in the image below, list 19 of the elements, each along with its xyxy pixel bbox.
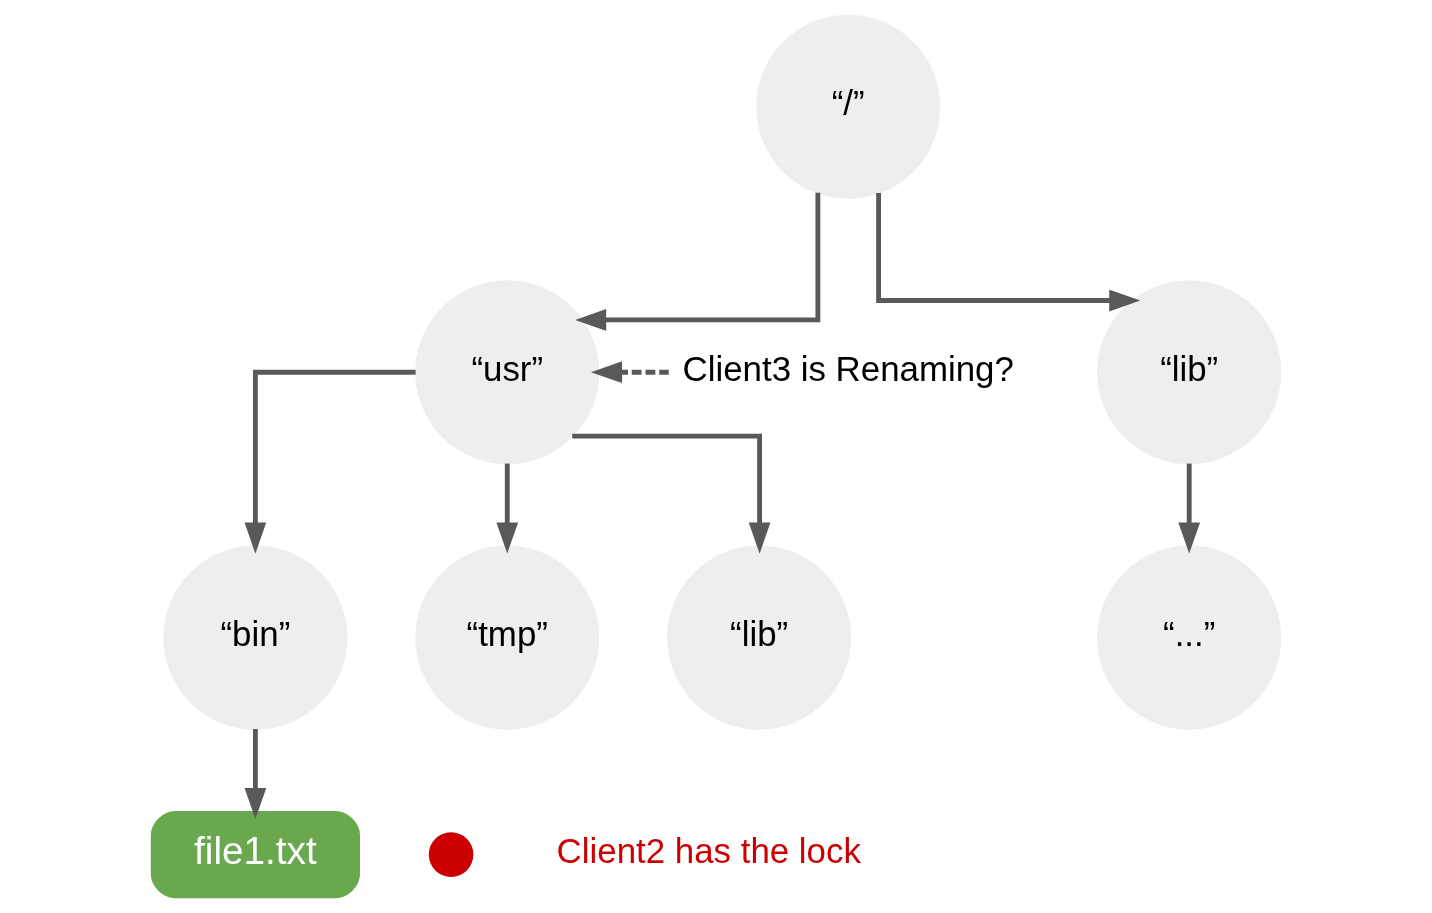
arrow	[876, 192, 1141, 312]
node-box: file1.txt	[150, 811, 360, 899]
node-text: Client3 is Renaming?	[682, 348, 1014, 388]
node-circle: “...”	[1097, 545, 1282, 730]
node-circle: “tmp”	[415, 545, 600, 730]
arrow	[1178, 463, 1201, 554]
node-circle: “bin”	[163, 545, 348, 730]
node-label: Client2 has the lock	[556, 831, 861, 871]
arrow	[572, 433, 771, 554]
node-circle: “lib”	[1097, 280, 1282, 465]
node-circle: “lib”	[667, 545, 852, 730]
arrow	[575, 192, 821, 331]
arrow	[244, 729, 267, 820]
node-circle: “usr”	[415, 280, 600, 465]
arrow	[496, 463, 519, 554]
node-circle: “/”	[756, 14, 941, 199]
arrow	[244, 369, 416, 554]
arrow	[591, 361, 669, 384]
node-circle	[428, 832, 474, 877]
